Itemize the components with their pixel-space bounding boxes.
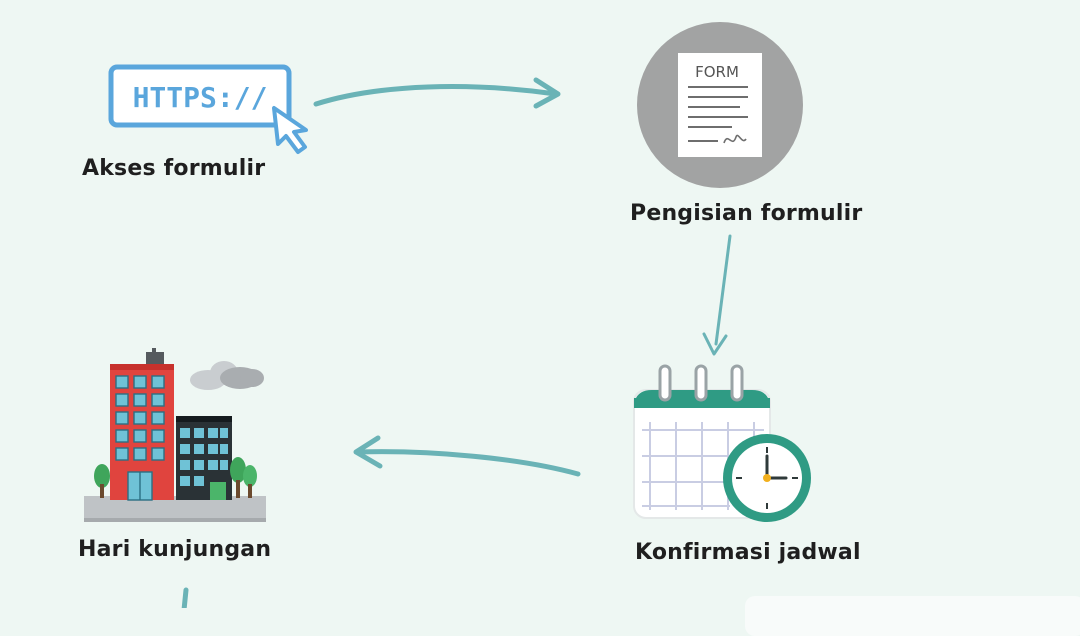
node-akses-formulir: HTTPS:// <box>108 64 318 164</box>
label-konfirmasi-jadwal: Konfirmasi jadwal <box>635 540 861 565</box>
flow-arrows <box>181 77 732 608</box>
arrow-fill-to-confirm-head <box>702 332 728 356</box>
arrow-access-to-fill <box>313 84 559 107</box>
arrow-confirm-to-visit-head <box>353 435 383 469</box>
arrow-fill-to-confirm <box>714 234 732 346</box>
arrow-continue-down <box>181 587 189 608</box>
label-pengisian-formulir: Pengisian formulir <box>630 201 863 226</box>
arrow-confirm-to-visit <box>355 449 581 477</box>
signature-icon <box>723 134 747 144</box>
https-url-text: HTTPS:// <box>133 81 268 114</box>
form-title-text: FORM <box>695 63 739 81</box>
label-akses-formulir: Akses formulir <box>82 156 266 181</box>
calendar-clock-icon <box>633 364 811 522</box>
https-url-icon: HTTPS:// <box>108 64 308 154</box>
office-building-icon <box>84 348 266 522</box>
clock-icon <box>723 434 811 522</box>
cursor-icon <box>272 106 308 154</box>
node-pengisian-formulir: FORM <box>636 21 804 189</box>
node-hari-kunjungan <box>84 348 268 524</box>
bottom-card <box>745 596 1080 636</box>
node-konfirmasi-jadwal <box>630 360 820 525</box>
form-document-icon: FORM <box>637 22 803 188</box>
cloud-icon <box>190 361 264 390</box>
arrow-access-to-fill-head <box>533 77 561 109</box>
label-hari-kunjungan: Hari kunjungan <box>78 537 272 562</box>
